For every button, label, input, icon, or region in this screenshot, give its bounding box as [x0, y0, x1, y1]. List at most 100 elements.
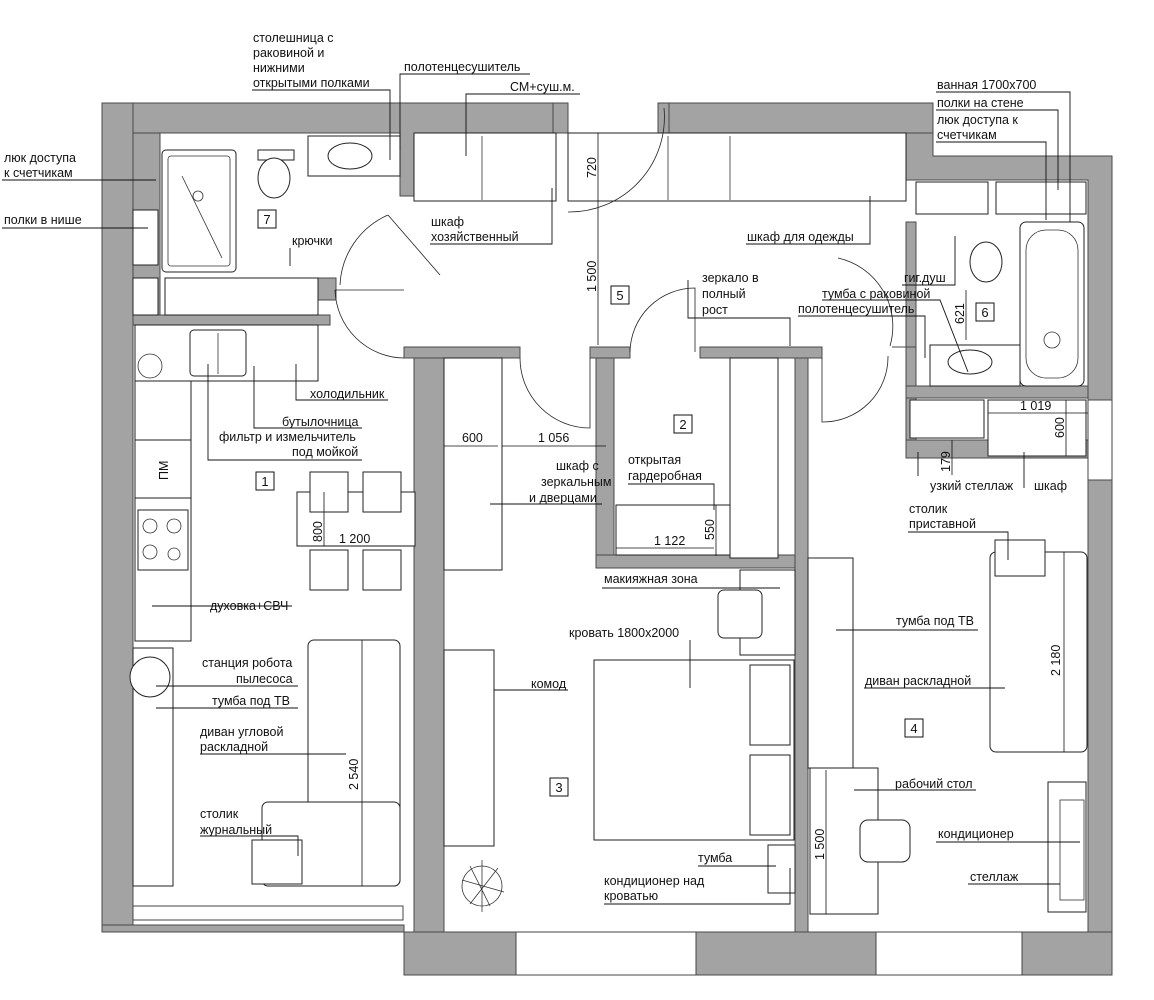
label-towel-dryer-top: полотенцесушитель [404, 60, 520, 74]
bathtub [1019, 221, 1085, 387]
plant [461, 860, 505, 912]
label-desk: рабочий стол [895, 777, 973, 791]
office-chair [859, 819, 911, 863]
shelf-bath7 [164, 277, 319, 316]
label-tv-stand-right: тумба под ТВ [896, 614, 974, 628]
window-room4 [875, 931, 1023, 976]
utility-wardrobe [413, 132, 557, 202]
label-hygienic-shower: гиг.душ [904, 271, 946, 285]
kitchen-wall-top [132, 314, 331, 326]
wall-corridor-top-a [403, 346, 521, 359]
walkin-bottom [615, 504, 731, 556]
wall-corridor-top-c [699, 346, 823, 359]
storage-cabinet [987, 399, 1087, 457]
wall-shelf-top-1 [915, 181, 989, 215]
sink-7 [327, 142, 373, 170]
label-wall-shelves: полки на стене [937, 96, 1024, 110]
door-bath6 [837, 257, 894, 347]
toilet-bowl-7 [257, 157, 291, 199]
label-mirror-1: зеркало в [702, 271, 759, 285]
niche-shelf-2 [132, 277, 159, 316]
room-number-2: 2 [679, 417, 686, 432]
door-bedroom [519, 357, 591, 429]
toilet-6 [969, 241, 1003, 283]
chair-2 [362, 471, 402, 513]
rack-inner [1059, 799, 1085, 901]
label-ac-bed-2: кроватью [604, 889, 658, 903]
pillow-1 [749, 664, 791, 746]
label-tv-stand-left: тумба под ТВ [212, 694, 290, 708]
label-walkin-2: гардеробная [628, 469, 702, 483]
door-living [334, 289, 405, 359]
dim-550: 550 [703, 519, 717, 540]
label-oven: духовка+СВЧ [210, 599, 288, 613]
pillow-2 [749, 754, 791, 836]
ac-unit [1047, 781, 1087, 913]
window-living [132, 905, 404, 921]
label-meter-hatch-right-1: люк доступа к [937, 113, 1018, 127]
label-dishwasher: ПМ [157, 461, 171, 480]
label-walkin-1: открытая [628, 453, 681, 467]
label-mirror-wardrobe-1: шкаф с [556, 459, 599, 473]
bath-drain [1043, 331, 1061, 349]
label-countertop-3: нижними [253, 61, 305, 75]
label-ac-bed-1: кондиционер над [604, 874, 705, 888]
label-bottle-cabinet: бутылочница [282, 415, 359, 429]
burner-4 [167, 547, 181, 561]
bath-wall-bottom [905, 385, 1089, 399]
outer-wall-left [101, 102, 134, 931]
side-table [994, 539, 1046, 577]
clothes-wardrobe [567, 132, 907, 202]
room-number-4: 4 [910, 721, 917, 736]
mirror-wardrobe [443, 357, 503, 571]
leader-lines [2, 73, 1080, 905]
label-robot-station-1: станция робота [202, 656, 292, 670]
shower-drain [192, 190, 204, 202]
dim-1056: 1 056 [538, 431, 569, 445]
windows [132, 399, 1113, 976]
room-number-6: 6 [981, 305, 988, 320]
door-bath7 [339, 214, 441, 286]
burner-2 [166, 518, 182, 534]
outer-wall-bottom-left [101, 924, 405, 933]
dim-720: 720 [585, 157, 599, 178]
dim-1500b: 1 500 [813, 829, 827, 860]
label-bath: ванная 1700х700 [937, 78, 1036, 92]
bathtub-inner [1025, 229, 1079, 379]
wall-shelf-top-2 [995, 181, 1087, 215]
sofa-right [989, 551, 1088, 753]
label-utility-wardrobe-1: шкаф [431, 215, 464, 229]
dim-800: 800 [311, 521, 325, 542]
burner-3 [142, 544, 158, 560]
label-dresser: комод [531, 677, 567, 691]
tv-stand-right [807, 557, 854, 769]
coffee-table [251, 839, 303, 885]
wall-top-middle [552, 102, 569, 134]
label-cabinet: шкаф [1034, 479, 1067, 493]
label-countertop-4: открытыми полками [253, 76, 370, 90]
chair-4 [362, 549, 402, 591]
label-mirror-3: рост [702, 303, 728, 317]
partition-living-bedroom [413, 354, 445, 933]
label-towel-dryer-bath: полотенцесушитель [798, 302, 914, 316]
label-side-table-2: приставной [909, 517, 976, 531]
doors [334, 107, 894, 429]
label-filter-1: фильтр и измельчитель [219, 430, 356, 444]
dim-600a: 600 [462, 431, 483, 445]
label-meter-hatch-right-2: счетчикам [937, 128, 997, 142]
cooktop [137, 509, 189, 571]
label-narrow-shelf: узкий стеллаж [930, 479, 1014, 493]
shower-glass [181, 175, 223, 259]
label-rack: стеллаж [970, 870, 1019, 884]
dim-2180: 2 180 [1049, 645, 1063, 676]
window-bedroom [515, 931, 697, 976]
dim-1122: 1 122 [654, 534, 685, 548]
dim-600b: 600 [1053, 417, 1067, 438]
dresser [443, 649, 495, 847]
outer-wall-top-right [668, 102, 934, 134]
burner-1 [142, 518, 158, 534]
label-coffee-table-1: столик [200, 807, 239, 821]
room-number-3: 3 [555, 780, 562, 795]
label-nightstand: тумба [698, 851, 732, 865]
